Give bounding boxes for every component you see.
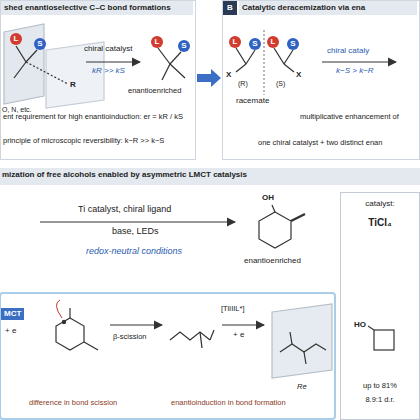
node-text: catalyst:	[365, 199, 394, 209]
substituent-ball: S	[287, 38, 299, 50]
label: enantioenriched	[244, 256, 301, 266]
info-box: catalyst: TiCl₄ up to 81% 8.9:1 d.r.	[340, 192, 420, 420]
panel-heading: mization of free alcohols enabled by asy…	[2, 170, 247, 180]
label: chiral cataly	[327, 46, 369, 56]
catalyst-drawing	[368, 326, 394, 350]
substituent-ball: L	[267, 36, 279, 48]
node-text: enantioinduction in bond formation	[171, 398, 286, 407]
label: multiplicative enhancement of	[300, 112, 399, 121]
substituent-ball: S	[178, 40, 190, 52]
label: OH	[262, 193, 274, 203]
label: redox-neutral conditions	[86, 246, 182, 257]
header-strip	[0, 168, 420, 185]
label: X	[226, 70, 231, 80]
label: (R)	[238, 80, 248, 88]
label: chiral catalyst	[84, 44, 132, 54]
node-text: Catalytic deracemization via ena	[239, 1, 417, 15]
node-text: difference in bond scission	[29, 398, 117, 407]
label: kR >> kS	[92, 66, 125, 76]
reaction-drawing	[40, 205, 305, 248]
panel: BCatalytic deracemization via ena	[222, 0, 420, 160]
node-text: 8.9:1 d.r.	[365, 395, 394, 404]
label: racemate	[236, 96, 269, 106]
node-text: [TiIIIL*]	[221, 304, 244, 313]
label: one chiral catalyst + two distinct enan	[258, 138, 382, 147]
substituent-ball: L	[10, 33, 22, 45]
label: X	[296, 70, 301, 80]
flow-arrow	[197, 69, 221, 87]
substituent-ball: S	[34, 38, 46, 50]
panel-a-drawing	[4, 24, 185, 108]
substituent-ball: L	[151, 36, 163, 48]
label: (S)	[276, 80, 285, 88]
node-text: + e	[233, 330, 244, 340]
label: enantioenriched	[128, 86, 181, 95]
panel: mization of free alcohols enabled by asy…	[0, 168, 420, 420]
node-text: Re	[297, 382, 307, 391]
panel-b-drawing	[236, 30, 396, 95]
substituent-ball: S	[249, 38, 261, 50]
node-text: + e	[5, 326, 16, 336]
mechanism-drawing	[56, 300, 332, 378]
label: HO	[354, 320, 366, 330]
label: k−S > k−R	[336, 66, 374, 76]
label: principle of microscopic reversibility: …	[3, 136, 189, 145]
info-box: MCT + e β-scission [TiIIIL*] + e Re difference…	[0, 292, 336, 420]
node-text: β-scission	[113, 332, 147, 341]
panel-heading: shed enantioselective C–C bond formation…	[1, 1, 193, 15]
panel-heading: B	[223, 1, 237, 15]
label: Ti catalyst, chiral ligand	[78, 204, 171, 215]
node-text: MCT	[1, 308, 24, 320]
label: ent requirement for high enantioinductio…	[3, 112, 189, 121]
substituent-ball: L	[229, 36, 241, 48]
node-text: TiCl₄	[368, 217, 391, 229]
label: R	[70, 80, 76, 90]
label: base, LEDs	[112, 226, 159, 237]
node-text: up to 81%	[363, 381, 397, 390]
